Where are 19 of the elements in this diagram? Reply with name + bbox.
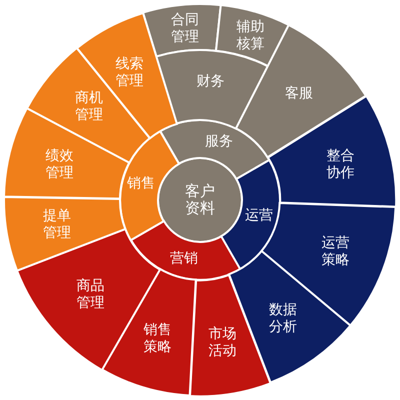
- segment-label: 营销: [170, 250, 199, 268]
- segment-label: 销售: [126, 176, 156, 193]
- segment-label: 客服: [284, 85, 314, 102]
- segment-label: 运营: [244, 207, 274, 224]
- segment-label: 财务: [196, 74, 225, 91]
- segment-label: 辅助核算: [236, 18, 265, 52]
- segment-label: 市场活动: [208, 326, 238, 360]
- segment-label: 线索管理: [115, 56, 144, 90]
- segment-label: 提单管理: [42, 208, 72, 242]
- segment-label: 商机管理: [74, 90, 104, 124]
- segment-label: 整合协作: [326, 148, 356, 182]
- segment-label: 服务: [204, 133, 234, 150]
- segment-label: 客户资料: [184, 183, 216, 217]
- segment-label: 销售策略: [143, 322, 172, 356]
- segment-label: 合同管理: [170, 12, 200, 46]
- segment-label: 商品管理: [76, 278, 106, 312]
- segment-label: 数据分析: [268, 302, 298, 336]
- segment-label: 绩效管理: [44, 148, 74, 182]
- segment-label: 运营策略: [320, 234, 350, 269]
